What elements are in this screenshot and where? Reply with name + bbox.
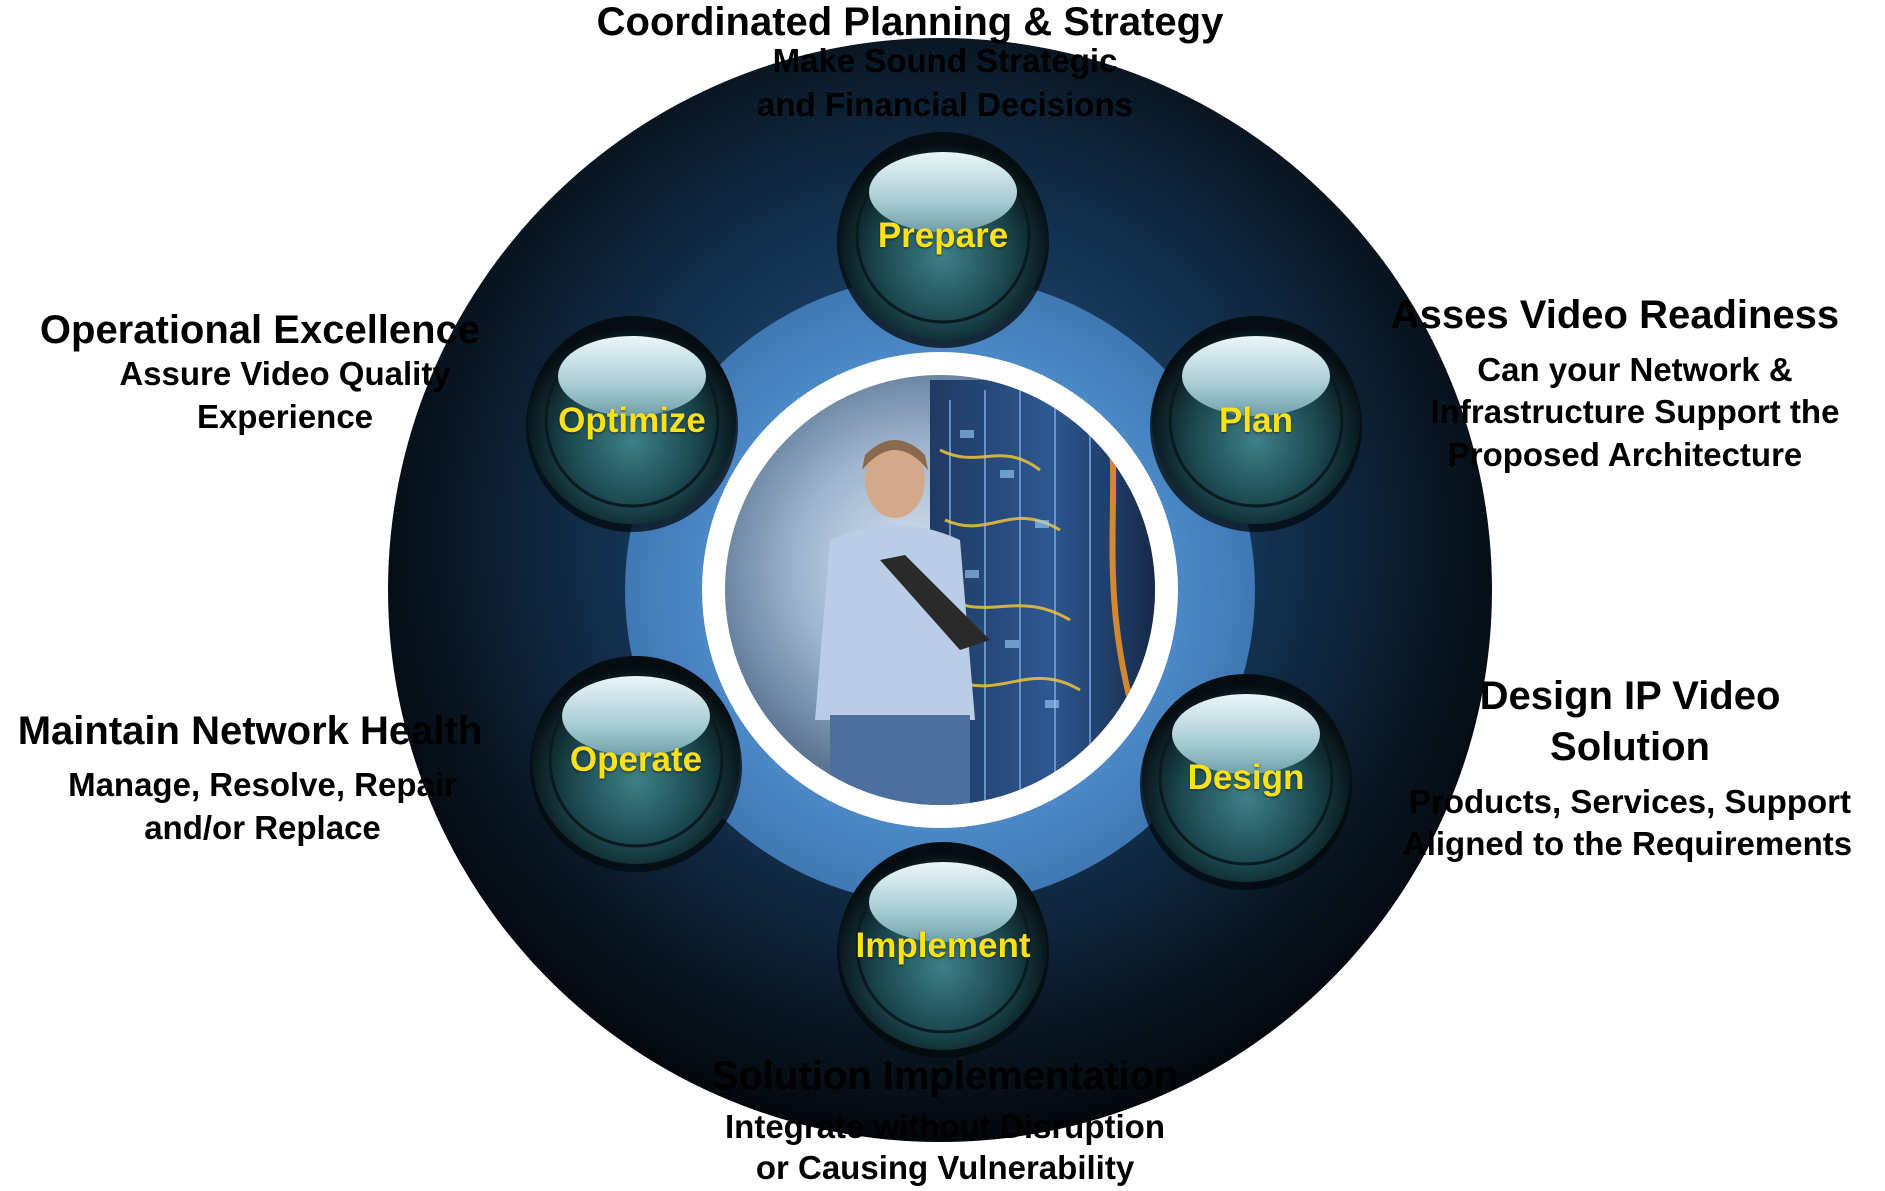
- phase-label-design: Design: [1187, 758, 1305, 797]
- callout-top-line1: Make Sound Strategic: [772, 42, 1118, 79]
- orb-operate: [530, 656, 742, 872]
- callout-right-upper-title: Asses Video Readiness: [1390, 293, 1840, 337]
- callout-bottom-line2: or Causing Vulnerability: [755, 1149, 1135, 1186]
- callout-right-upper-line3: Proposed Architecture: [1447, 436, 1803, 473]
- callout-left-upper-line1: Assure Video Quality: [119, 355, 451, 392]
- orb-prepare: [837, 132, 1049, 348]
- orb-optimize: [526, 316, 738, 532]
- callout-right-lower-title2: Solution: [1550, 725, 1710, 769]
- callout-right-lower-line2: Aligned to the Requirements: [1402, 825, 1853, 862]
- callout-right-upper-line1: Can your Network &: [1477, 351, 1793, 388]
- callout-right-lower-title1: Design IP Video: [1479, 674, 1781, 718]
- phase-label-operate: Operate: [569, 740, 703, 779]
- callout-left-upper-title: Operational Excellence: [39, 308, 481, 352]
- callout-top-line2: and Financial Decisions: [757, 86, 1133, 123]
- callout-left-lower-line2: and/or Replace: [144, 809, 381, 846]
- orb-design: [1140, 674, 1352, 890]
- callout-bottom-title: Solution Implementation: [711, 1054, 1179, 1098]
- callout-left-lower-line1: Manage, Resolve, Repair: [68, 766, 457, 803]
- orb-implement: [837, 842, 1049, 1058]
- phase-label-optimize: Optimize: [558, 401, 706, 440]
- callout-right-lower-line1: Products, Services, Support: [1409, 783, 1851, 820]
- callout-top-title: Coordinated Planning & Strategy: [596, 0, 1224, 44]
- callout-bottom-line1: Integrate without Disruption: [725, 1108, 1165, 1145]
- callout-left-lower-title: Maintain Network Health: [17, 709, 483, 753]
- phase-label-implement: Implement: [855, 926, 1031, 965]
- callout-right-upper-line2: Infrastructure Support the: [1430, 393, 1840, 430]
- orb-plan: [1150, 316, 1362, 532]
- phase-label-plan: Plan: [1219, 401, 1293, 440]
- callout-left-upper-line2: Experience: [196, 398, 374, 435]
- phase-label-prepare: Prepare: [877, 216, 1009, 255]
